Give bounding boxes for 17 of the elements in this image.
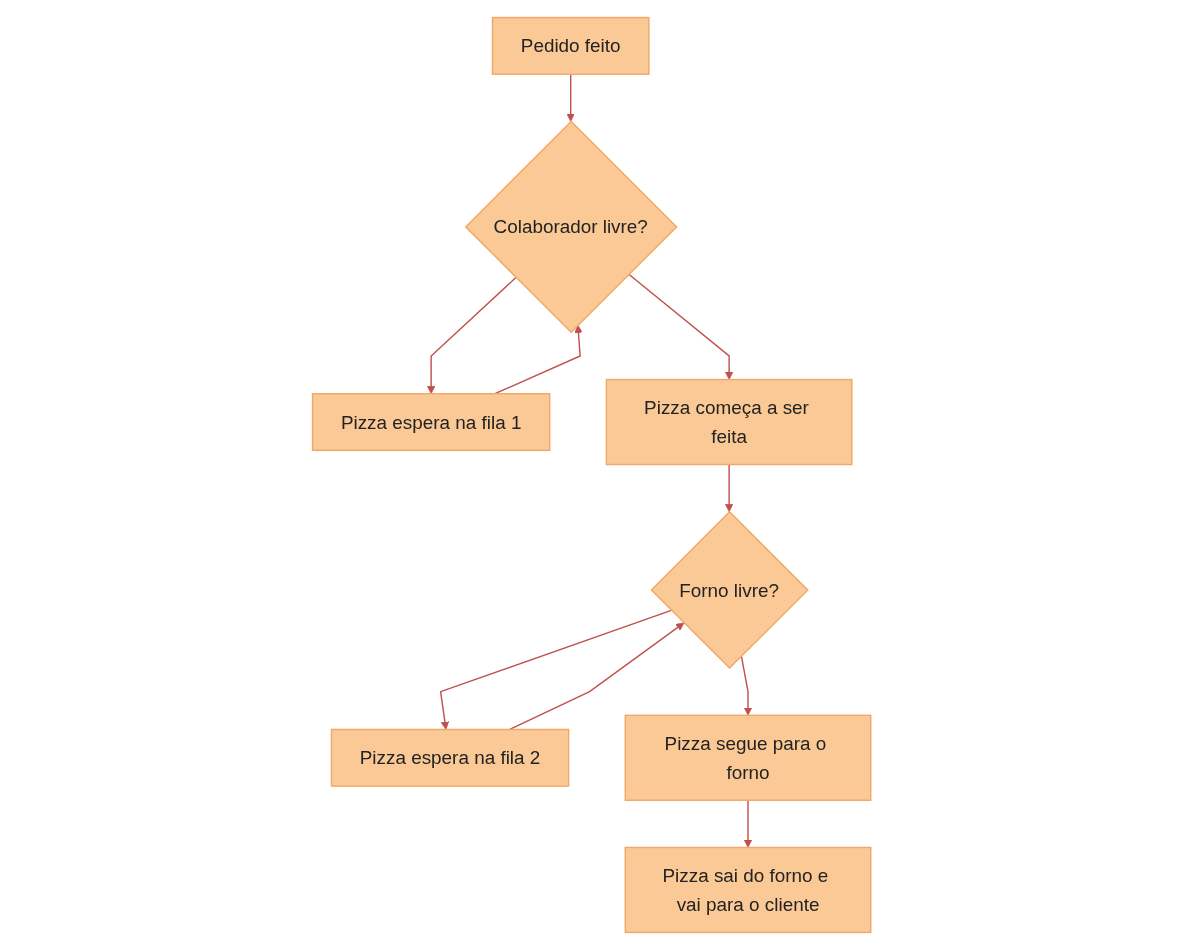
node-box: Pedido feito	[492, 16, 650, 75]
arrow	[509, 622, 685, 731]
arrow	[566, 73, 576, 122]
node-box: Pizza espera na fila 2	[331, 728, 570, 787]
node-diamond: Forno livre?	[650, 510, 810, 670]
node-box: Pizza começa a ser feita	[606, 378, 853, 466]
arrow	[744, 799, 753, 848]
arrow	[427, 276, 517, 395]
arrow	[741, 655, 753, 716]
arrow	[725, 463, 734, 513]
arrow	[440, 609, 673, 730]
arrow	[628, 273, 734, 380]
node-box: Pizza espera na fila 1	[312, 393, 551, 452]
arrow	[494, 324, 583, 395]
node-box: Pizza sai do forno e vai para o cliente	[624, 846, 872, 934]
node-box: Pizza segue para o forno	[624, 714, 872, 801]
node-diamond: Colaborador livre?	[465, 120, 678, 334]
